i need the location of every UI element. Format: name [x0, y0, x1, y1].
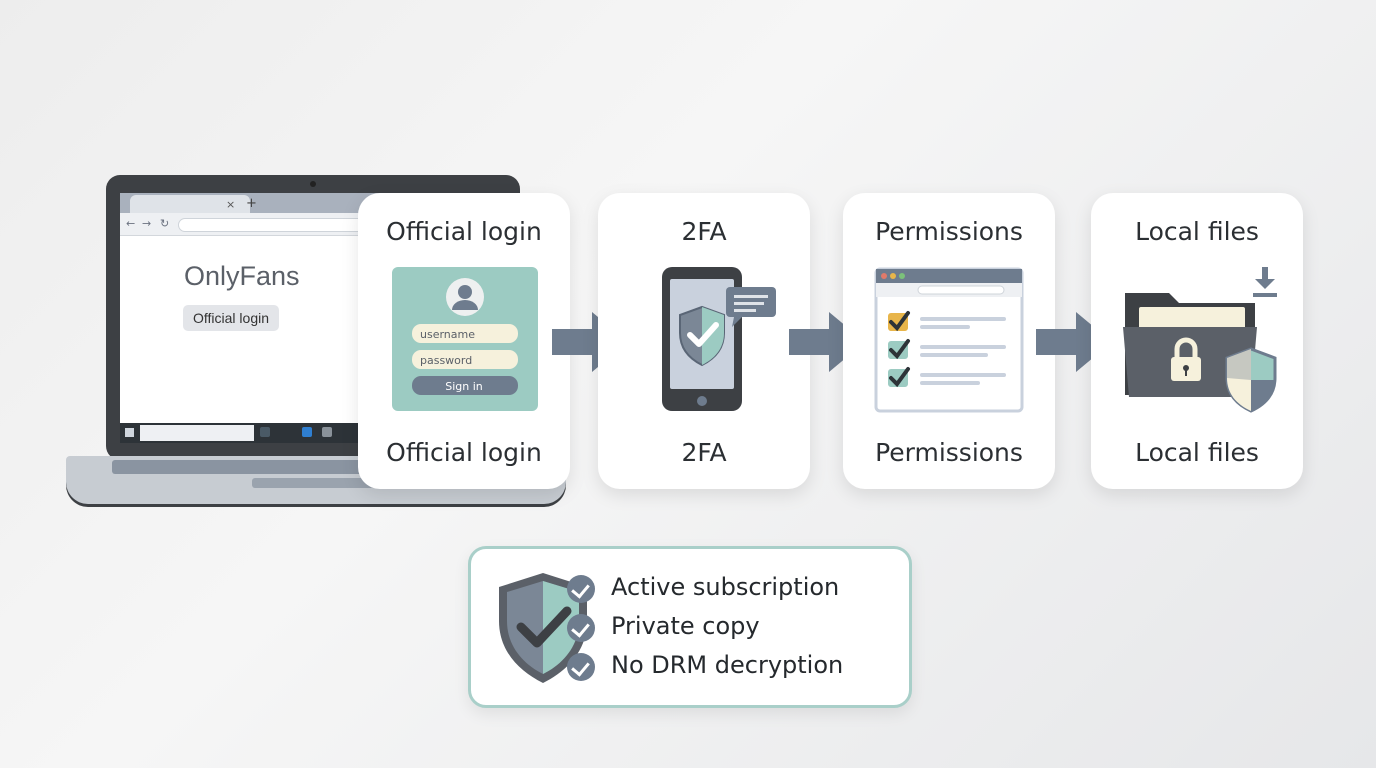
taskbar-app-icon[interactable]	[260, 427, 270, 437]
step-title: Local files	[1135, 217, 1259, 246]
check-circle-icon	[567, 614, 595, 642]
compliance-notice: Active subscription Private copy No DRM …	[468, 546, 912, 708]
notice-item-label: Active subscription	[611, 573, 840, 601]
step-title: Permissions	[875, 217, 1023, 246]
step-card-local-files: Local files Local files	[1091, 193, 1303, 489]
tab-close-icon[interactable]: ×	[226, 198, 236, 211]
step-card-official-login: Official login username password Sign in…	[358, 193, 570, 489]
locked-folder-icon	[1123, 267, 1277, 413]
password-field[interactable]: password	[420, 354, 473, 367]
step-card-permissions: Permissions Permissions	[843, 193, 1055, 489]
check-circle-icon	[567, 575, 595, 603]
sign-in-button[interactable]: Sign in	[445, 380, 483, 393]
step-caption: Permissions	[875, 438, 1023, 467]
notice-item-private-copy: Private copy	[567, 612, 760, 642]
shield-check-icon	[499, 573, 587, 683]
login-form-icon	[392, 267, 538, 411]
username-field[interactable]: username	[420, 328, 475, 341]
laptop-trackpad	[252, 478, 392, 488]
taskbar-search-input[interactable]	[140, 425, 254, 441]
step-caption: 2FA	[681, 438, 727, 467]
taskbar-app-icon[interactable]	[302, 427, 312, 437]
step-caption: Official login	[386, 438, 542, 467]
site-login-button[interactable]: Official login	[183, 305, 280, 331]
site-title: OnlyFans	[184, 261, 300, 291]
checklist-window-icon	[874, 267, 1024, 413]
check-circle-icon	[567, 653, 595, 681]
step-title: 2FA	[681, 217, 727, 246]
new-tab-icon[interactable]: +	[246, 196, 257, 211]
taskbar-app-icon[interactable]	[322, 427, 332, 437]
notice-item-no-drm: No DRM decryption	[567, 651, 844, 681]
phone-shield-icon	[662, 267, 776, 411]
back-icon[interactable]: ←	[126, 217, 136, 230]
start-icon[interactable]	[125, 428, 134, 437]
notice-item-label: Private copy	[611, 612, 760, 640]
browser-tab[interactable]: × +	[130, 195, 257, 213]
step-caption: Local files	[1135, 438, 1259, 467]
step-card-2fa: 2FA 2FA	[598, 193, 810, 489]
forward-icon[interactable]: →	[142, 217, 152, 230]
notice-item-subscription: Active subscription	[567, 573, 840, 603]
step-title: Official login	[386, 217, 542, 246]
notice-item-label: No DRM decryption	[611, 651, 844, 679]
laptop-camera	[310, 181, 316, 187]
reload-icon[interactable]: ↻	[160, 217, 170, 230]
